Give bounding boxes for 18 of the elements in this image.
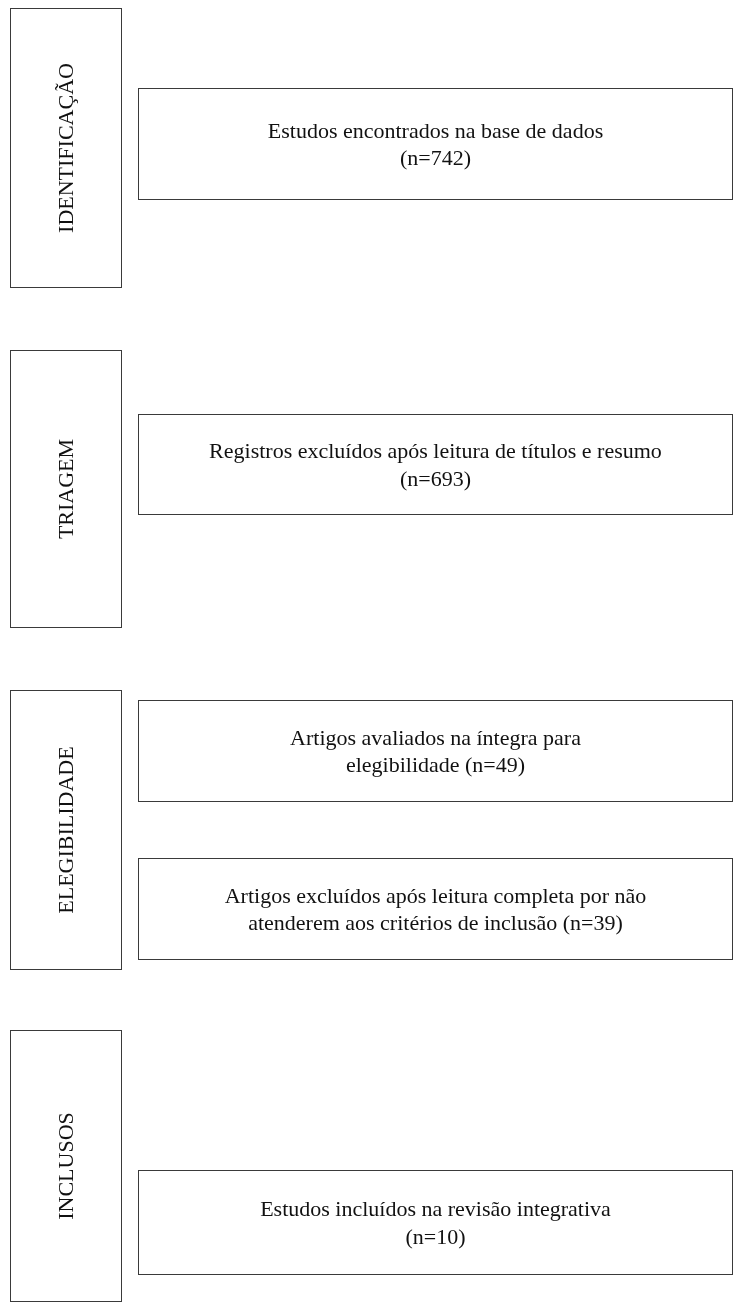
box-text: Artigos excluídos após leitura completa por não atenderem aos critérios de inclusão (n=39) <box>223 881 648 937</box>
phase-box <box>10 690 122 970</box>
box-text: Registros excluídos após leitura de títulos e resumo (n=693) <box>208 437 663 492</box>
phase-label: TRIAGEM <box>53 438 79 540</box>
process-box <box>138 414 733 515</box>
box-text: Artigos avaliados na íntegra para elegibilidade (n=49) <box>289 723 582 779</box>
box-text: Estudos encontrados na base de dados (n=742) <box>266 116 605 172</box>
phase-box <box>10 8 122 288</box>
box-text: Estudos incluídos na revisão integrativa (n=10) <box>259 1195 612 1250</box>
phase-box <box>10 1030 122 1302</box>
phase-label: ELEGIBILIDADE <box>53 746 79 914</box>
process-box <box>138 88 733 200</box>
process-box <box>138 858 733 960</box>
phase-label: INCLUSOS <box>53 1112 79 1220</box>
process-box <box>138 700 733 802</box>
process-box <box>138 1170 733 1275</box>
phase-box <box>10 350 122 628</box>
phase-label: IDENTIFICAÇÃO <box>53 63 79 233</box>
